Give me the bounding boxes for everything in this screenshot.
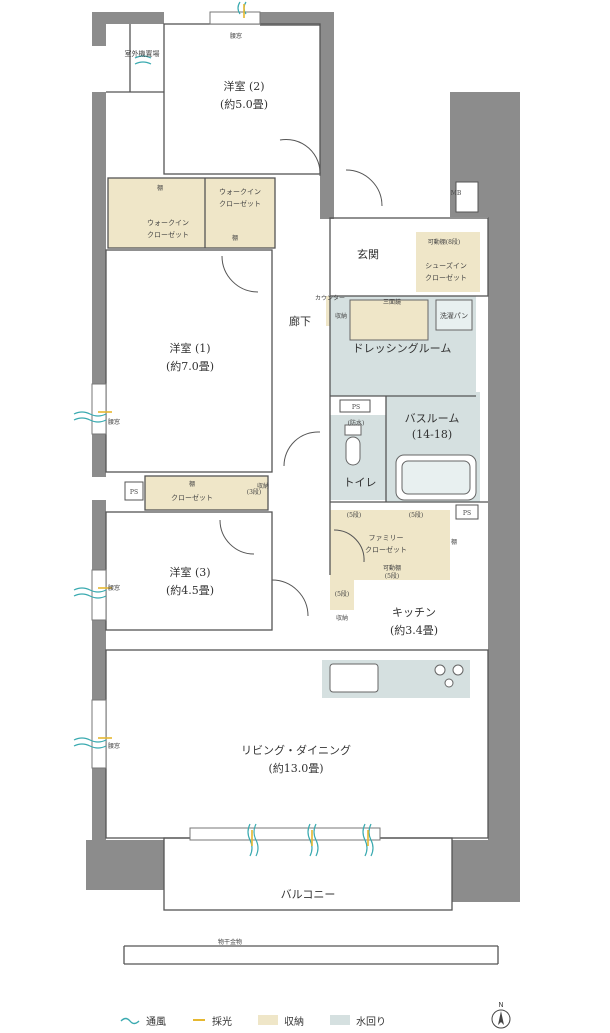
light-markers — [98, 4, 369, 846]
ventilation-icon — [120, 1017, 140, 1025]
room-western2-name: 洋室 (2) — [223, 79, 264, 93]
shelf-label-4: 棚 — [451, 538, 457, 546]
room-western3-name: 洋室 (3) — [169, 565, 210, 579]
room-kitchen-name: キッチン — [392, 606, 436, 619]
shelf-label-1: 棚 — [157, 184, 163, 192]
closet-label: クローゼット — [171, 493, 213, 502]
room-western2-size: (約5.0畳) — [220, 97, 268, 111]
room-western3-size: (約4.5畳) — [166, 583, 214, 597]
legend-water: 水回り — [330, 1013, 386, 1028]
room-balcony: バルコニー — [281, 888, 336, 901]
ps-label-3: PS — [463, 510, 471, 517]
wic2-line1: ウォークイン — [147, 219, 189, 227]
laundry-label: 洗濯パン — [440, 311, 468, 320]
legend-lighting: 採光 — [192, 1013, 232, 1028]
ps-label-2: PS — [352, 404, 360, 411]
lighting-icon — [193, 1019, 205, 1021]
storage-label-3: 収納 — [257, 482, 269, 490]
legend: 通風 採光 収納 水回り — [120, 1012, 412, 1028]
shelf-label-3: 棚 — [189, 480, 195, 488]
shelf-label-2: 棚 — [232, 234, 238, 242]
water-swatch — [330, 1015, 350, 1025]
interior-walls — [105, 23, 499, 965]
shelf-5-a: (5段) — [347, 511, 362, 519]
room-kitchen-size: (約3.4畳) — [390, 623, 438, 637]
legend-storage: 収納 — [258, 1013, 304, 1028]
storage-swatch — [258, 1015, 278, 1025]
room-western1-name: 洋室 (1) — [169, 341, 210, 355]
legend-storage-label: 収納 — [284, 1016, 304, 1028]
storage-label-2: 収納 — [336, 614, 348, 622]
compass-icon: N — [491, 1001, 511, 1029]
mirror-label: 三面鏡 — [383, 298, 401, 306]
legend-water-label: 水回り — [356, 1016, 386, 1028]
window-label-3: 腰窓 — [108, 584, 120, 592]
window-label-2: 腰窓 — [108, 418, 120, 426]
family-shelf-steps: (5段) — [385, 572, 400, 580]
room-ldk-size: (約13.0畳) — [268, 761, 323, 775]
wic2-line2: クローゼット — [147, 230, 189, 239]
room-bath-name: バスルーム — [405, 412, 460, 425]
legend-ventilation-label: 通風 — [146, 1016, 166, 1028]
shoes-closet-line1: シューズイン — [425, 261, 467, 270]
room-corridor: 廊下 — [289, 314, 311, 328]
shelf-8-label: 可動棚(8段) — [428, 238, 461, 246]
room-toilet: トイレ — [344, 476, 377, 489]
room-bath-size: (14-18) — [412, 428, 452, 441]
window-label-4: 腰窓 — [108, 742, 120, 750]
legend-ventilation: 通風 — [120, 1013, 166, 1028]
storage-label-1: 収納 — [335, 312, 347, 320]
ps-label-1: PS — [130, 489, 138, 496]
room-outdoor-unit: 室外機置場 — [125, 49, 160, 58]
ventilation-markers — [73, 1, 374, 857]
structural-walls — [86, 12, 520, 902]
family-closet-line2: クローゼット — [365, 545, 407, 554]
legend-lighting-label: 採光 — [212, 1016, 232, 1028]
wic1-line1: ウォークイン — [219, 188, 261, 196]
shelf-5-b: (5段) — [409, 511, 424, 519]
counter-label: カウンター — [315, 294, 345, 302]
waterproof-label: (防水) — [348, 419, 365, 427]
fixtures — [329, 299, 477, 693]
shelf-5-c: (5段) — [335, 590, 350, 598]
shelf-3-label: (3段) — [247, 488, 262, 496]
door-swings — [219, 138, 383, 617]
shoes-closet-line2: クローゼット — [425, 273, 467, 282]
room-western1-size: (約7.0畳) — [166, 359, 214, 373]
mb-label: MB — [451, 190, 462, 197]
family-shelf-label: 可動棚 — [383, 564, 401, 572]
hanger-label: 物干金物 — [218, 938, 242, 946]
meter-boxes — [124, 181, 479, 520]
room-genkan: 玄関 — [357, 247, 379, 261]
room-ldk-name: リビング・ダイニング — [241, 743, 351, 757]
room-dressing: ドレッシングルーム — [353, 341, 452, 355]
wic1-line2: クローゼット — [219, 199, 261, 208]
window-label-1: 腰窓 — [230, 32, 242, 40]
storage-areas — [108, 178, 480, 610]
family-closet-line1: ファミリー — [369, 534, 404, 542]
windows — [91, 11, 381, 841]
compass-north-label: N — [498, 1001, 503, 1009]
